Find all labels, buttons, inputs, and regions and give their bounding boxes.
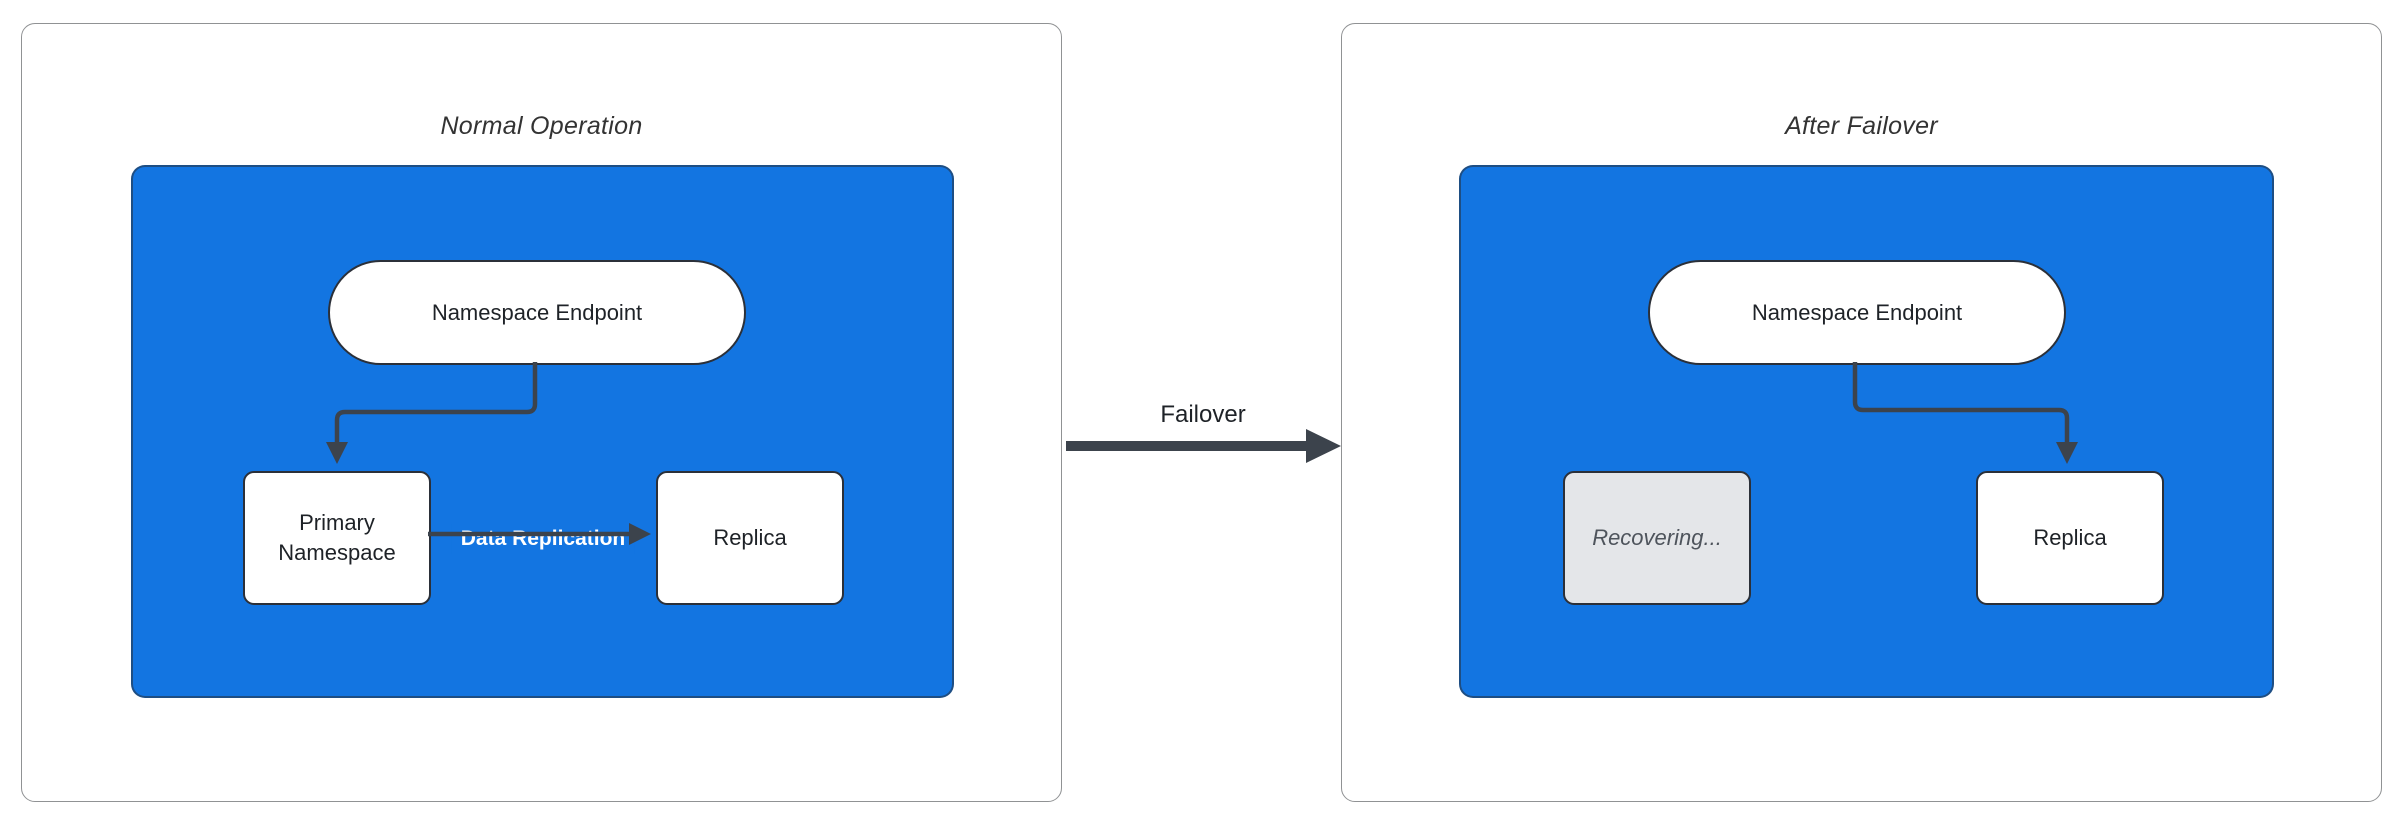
panel-title-after-failover: After Failover <box>1785 112 1938 140</box>
node-label: Replica <box>2033 525 2107 551</box>
node-replica-failover: Replica <box>1976 471 2164 605</box>
arrowhead-failover <box>1306 429 1341 463</box>
node-label: Namespace Endpoint <box>431 299 643 325</box>
node-label: Namespace Endpoint <box>1751 299 1963 325</box>
node-recovering: Recovering... <box>1563 471 1751 605</box>
failover-arrow-label: Failover <box>1160 401 1246 428</box>
node-label: Primary Namespace <box>278 510 396 565</box>
panel-normal-operation: Normal Operation Namespace Endpoint Prim… <box>21 23 1062 802</box>
node-label: Replica <box>713 525 787 551</box>
node-namespace-endpoint-failover: Namespace Endpoint <box>1648 260 2066 365</box>
panel-title-normal-operation: Normal Operation <box>440 112 643 140</box>
namespace-group-normal: Namespace Endpoint Primary Namespace Rep… <box>131 165 954 698</box>
namespace-group-failover: Namespace Endpoint Recovering... Replica <box>1459 165 2274 698</box>
node-replica-normal: Replica <box>656 471 844 605</box>
panel-after-failover: After Failover Namespace Endpoint Recove… <box>1341 23 2382 802</box>
node-label: Recovering... <box>1592 525 1722 551</box>
node-namespace-endpoint-normal: Namespace Endpoint <box>328 260 746 365</box>
node-primary-namespace: Primary Namespace <box>243 471 431 605</box>
edge-label-data-replication: Data Replication <box>451 524 635 554</box>
